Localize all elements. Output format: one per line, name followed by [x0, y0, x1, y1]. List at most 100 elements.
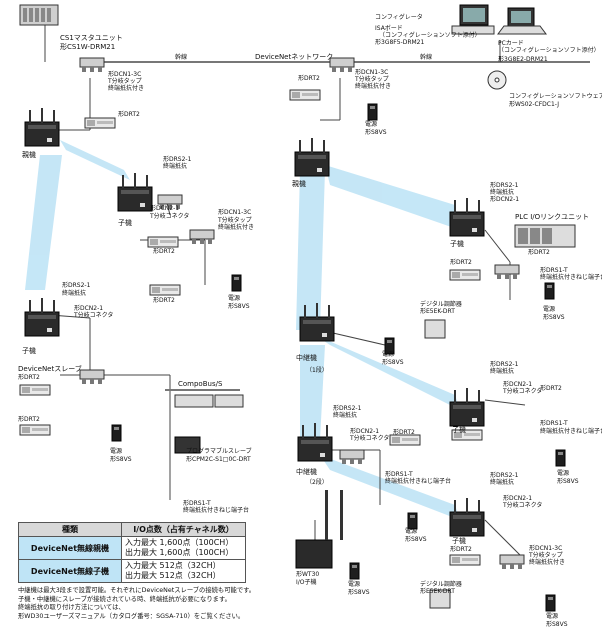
io-input: 入力最大 512点（32CH）: [125, 561, 221, 570]
svg-text:形DCN2-1: 形DCN2-1: [490, 195, 519, 203]
svg-text:形DCN2-1: 形DCN2-1: [350, 427, 379, 435]
configurator-pc-laptop: [497, 7, 547, 35]
svg-text:形DRT2: 形DRT2: [118, 110, 140, 118]
svg-text:形DRT2: 形DRT2: [18, 415, 40, 423]
svg-text:T分岐コネクタ: T分岐コネクタ: [502, 387, 542, 395]
svg-text:形WT30: 形WT30: [296, 570, 319, 578]
note-line: 形WD30ユーザーズマニュアル（カタログ番号：SGSA-710）をご覧ください。: [18, 612, 245, 620]
svg-text:T分岐コネクタ: T分岐コネクタ: [349, 434, 389, 442]
svg-text:PLC I/Oリンクユニット: PLC I/Oリンクユニット: [515, 213, 589, 221]
svg-text:形DCN2-1: 形DCN2-1: [503, 494, 532, 502]
svg-text:電源: 電源: [382, 350, 394, 358]
svg-text:終端抵抗付きねじ端子台: 終端抵抗付きねじ端子台: [385, 477, 451, 485]
svg-text:電源: 電源: [546, 612, 558, 620]
devicenet-label: DeviceNetネットワーク: [255, 53, 333, 61]
tap-left: [79, 57, 105, 73]
svg-text:電源: 電源: [405, 527, 417, 535]
slave-radio-r2: [449, 387, 485, 427]
note-line: 終端抵抗の取り付け方法については、: [18, 604, 125, 611]
compobus-units: [174, 394, 244, 454]
cs1-model: 形CS1W-DRM21: [60, 43, 115, 51]
master-label-left: 親機: [22, 150, 36, 159]
svg-text:終端抵抗: 終端抵抗: [163, 162, 187, 170]
svg-text:中継機: 中継機: [296, 353, 317, 362]
svg-text:子機: 子機: [452, 425, 466, 434]
svg-text:（コンフィグレーションソフト添付）: （コンフィグレーションソフト添付）: [498, 46, 600, 54]
tap-center: [329, 57, 355, 73]
svg-text:形DRT2: 形DRT2: [153, 247, 175, 255]
svg-text:形3G8E2-DRM21: 形3G8E2-DRM21: [498, 55, 548, 63]
svg-text:電源: 電源: [543, 305, 555, 313]
svg-text:形DCN1-3C: 形DCN1-3C: [108, 70, 141, 78]
svg-text:T分岐タップ: T分岐タップ: [217, 216, 252, 224]
repeater-radio-2: [297, 422, 333, 462]
svg-text:形S8VS: 形S8VS: [557, 477, 579, 485]
svg-text:形DRT2: 形DRT2: [153, 296, 175, 304]
svg-text:終端抵抗付き: 終端抵抗付き: [529, 558, 565, 566]
svg-text:形DRS2-1: 形DRS2-1: [163, 155, 192, 163]
svg-text:形S8VS: 形S8VS: [228, 302, 250, 310]
svg-text:終端抵抗: 終端抵抗: [62, 289, 86, 297]
svg-text:コンフィグレーションソフトウェア: コンフィグレーションソフトウェア: [509, 92, 602, 100]
svg-text:プログラマブルスレーブ: プログラマブルスレーブ: [186, 447, 252, 455]
svg-text:デジタル調節器: デジタル調節器: [420, 300, 462, 308]
svg-text:DeviceNetスレーブ: DeviceNetスレーブ: [18, 364, 82, 373]
diagram-labels: CS1マスタユニット 形CS1W-DRM21 コンフィグレータ ISAボード （…: [18, 13, 602, 627]
master-radio-left: [24, 107, 60, 147]
svg-text:終端抵抗付きねじ端子台: 終端抵抗付きねじ端子台: [540, 273, 602, 281]
svg-text:電源: 電源: [110, 447, 122, 455]
svg-text:形S8VS: 形S8VS: [382, 358, 404, 366]
svg-text:形DRS1-T: 形DRS1-T: [540, 266, 568, 274]
io-points-table: 種類 I/O点数（占有チャネル数） DeviceNet無線親機 入力最大 1,6…: [18, 522, 246, 583]
svg-text:T分岐タップ: T分岐タップ: [107, 77, 142, 85]
svg-text:形DRT2: 形DRT2: [298, 74, 320, 82]
svg-text:T分岐タップ: T分岐タップ: [528, 551, 563, 559]
note-line: 中継機は最大3段まで設置可能。それぞれにDeviceNetスレーブの接続も可能で…: [18, 587, 256, 594]
svg-text:形S8VS: 形S8VS: [365, 128, 387, 136]
table-row: DeviceNet無線親機 入力最大 1,600点（100CH） 出力最大 1,…: [18, 536, 246, 560]
svg-text:T分岐コネクタ: T分岐コネクタ: [502, 501, 542, 509]
svg-text:形DRS1-T: 形DRS1-T: [385, 470, 413, 478]
io-output: 出力最大 512点（32CH）: [125, 571, 221, 580]
svg-text:終端抵抗: 終端抵抗: [490, 188, 514, 196]
svg-text:T分岐コネクタ: T分岐コネクタ: [73, 311, 113, 319]
svg-text:形3G8F5-DRM21: 形3G8F5-DRM21: [375, 38, 425, 46]
cd-rom-icon: [487, 70, 507, 90]
svg-text:（1段）: （1段）: [306, 366, 328, 374]
footnotes: 中継機は最大3段まで設置可能。それぞれにDeviceNetスレーブの接続も可能で…: [18, 587, 398, 621]
svg-text:終端抵抗: 終端抵抗: [490, 367, 514, 375]
svg-text:終端抵抗付きねじ端子台: 終端抵抗付きねじ端子台: [183, 506, 249, 514]
svg-text:形DCN1-3C: 形DCN1-3C: [355, 68, 388, 76]
table-header-row: 種類 I/O点数（占有チャネル数）: [18, 522, 246, 537]
svg-text:形DRS2-1: 形DRS2-1: [490, 360, 519, 368]
slave-radio-1: [117, 172, 153, 212]
io-input: 入力最大 1,600点（100CH）: [125, 538, 234, 547]
slave-radio-r3: [449, 497, 485, 537]
svg-text:終端抵抗付き: 終端抵抗付き: [108, 84, 144, 92]
svg-text:形DCN2-1: 形DCN2-1: [74, 304, 103, 312]
svg-text:形E5EK-DRT: 形E5EK-DRT: [420, 307, 455, 315]
svg-text:形DRT2: 形DRT2: [393, 428, 415, 436]
cs1-master-unit: [19, 4, 59, 26]
svg-text:形DCN1-3C: 形DCN1-3C: [218, 208, 251, 216]
wt30-io-slave: [295, 490, 343, 569]
svg-text:ISAボード: ISAボード: [375, 24, 403, 32]
configurator-label: コンフィグレータ: [375, 13, 423, 21]
table-header: I/O点数（占有チャネル数）: [121, 522, 246, 537]
svg-text:電源: 電源: [228, 294, 240, 302]
svg-text:子機: 子機: [22, 346, 36, 355]
svg-text:形S8VS: 形S8VS: [348, 588, 370, 596]
repeater-radio-1: [299, 302, 335, 342]
svg-text:T分岐コネクタ: T分岐コネクタ: [149, 212, 189, 220]
svg-text:形DRS2-1: 形DRS2-1: [490, 181, 519, 189]
table-cell-kind: DeviceNet無線子機: [18, 559, 122, 583]
svg-text:中継機: 中継機: [296, 467, 317, 476]
svg-text:幹線: 幹線: [175, 53, 187, 61]
table-header: 種類: [18, 522, 122, 537]
configurator-pc-desktop: [451, 4, 495, 35]
svg-text:T分岐タップ: T分岐タップ: [354, 75, 389, 83]
svg-text:形S8VS: 形S8VS: [543, 313, 565, 321]
svg-text:終端抵抗付き: 終端抵抗付き: [355, 82, 391, 90]
digital-controllers: [424, 319, 451, 609]
svg-text:形WS02-CFDC1-J: 形WS02-CFDC1-J: [509, 100, 559, 108]
